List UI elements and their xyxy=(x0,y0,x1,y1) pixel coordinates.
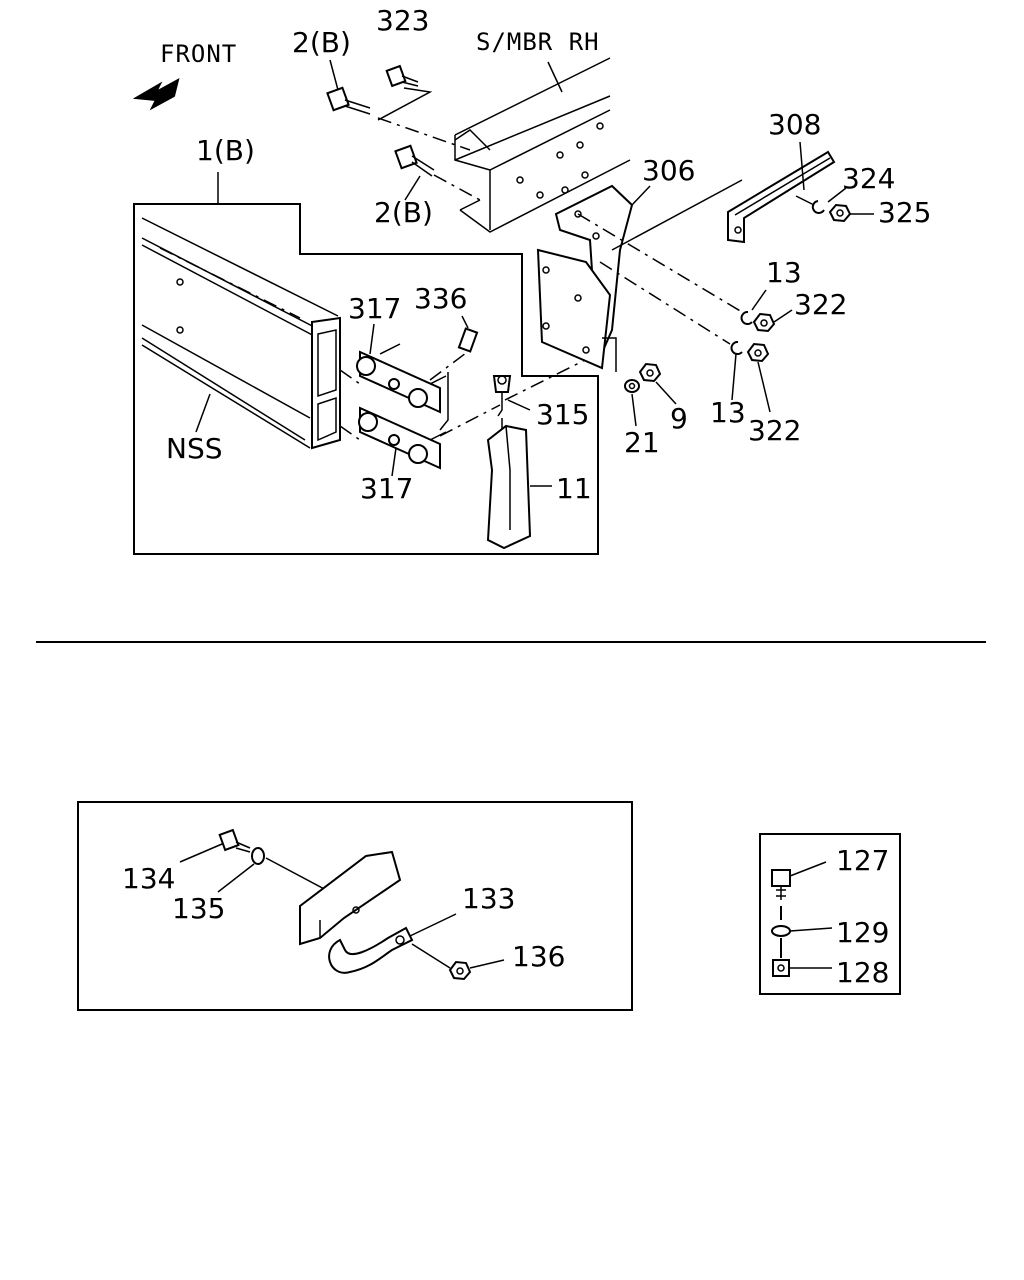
nut-322-top-icon xyxy=(752,312,776,333)
nut-325-icon xyxy=(828,203,852,223)
leader-129 xyxy=(789,927,833,932)
leader-322-bot xyxy=(757,361,771,413)
assembly-1b-frame xyxy=(133,203,599,555)
bracket-133 xyxy=(299,850,414,974)
clip-324-icon xyxy=(811,200,825,214)
front-label: FRONT xyxy=(160,40,237,68)
leader-317-bot xyxy=(391,447,397,477)
leader-nss xyxy=(195,393,211,433)
leader-13-bot xyxy=(731,353,737,401)
leader-21 xyxy=(631,393,637,427)
leader-317-top xyxy=(369,323,375,355)
label-13-bot: 13 xyxy=(710,396,746,429)
label-129: 129 xyxy=(836,916,889,949)
pin-336-icon xyxy=(457,327,479,353)
leader-308 xyxy=(799,141,805,191)
label-134: 134 xyxy=(122,862,175,895)
leader-306 xyxy=(631,185,651,206)
label-336: 336 xyxy=(414,282,467,315)
leader-324 xyxy=(827,187,847,203)
leader-322-top xyxy=(773,309,793,323)
label-11: 11 xyxy=(556,472,592,505)
fastener-box xyxy=(759,833,901,995)
leader-2b-mid xyxy=(404,175,421,201)
label-136: 136 xyxy=(512,940,565,973)
bolt-2b-top-icon xyxy=(326,86,371,115)
nss-rail xyxy=(141,217,341,450)
bracket-308 xyxy=(727,150,836,244)
label-308: 308 xyxy=(768,108,821,141)
clip-13-top-icon xyxy=(740,311,753,325)
label-306: 306 xyxy=(642,154,695,187)
front-arrow-icon xyxy=(132,78,180,111)
label-324: 324 xyxy=(842,162,895,195)
leader-2b-top xyxy=(329,59,339,91)
leader-315 xyxy=(507,399,531,411)
guard-11 xyxy=(486,424,532,550)
label-317-top: 317 xyxy=(348,292,401,325)
label-323: 323 xyxy=(376,4,429,37)
side-member-rail xyxy=(454,57,631,233)
label-322-bot: 322 xyxy=(748,414,801,447)
label-13-top: 13 xyxy=(766,256,802,289)
smbr-label: S/MBR RH xyxy=(476,28,600,56)
nut-136-icon xyxy=(448,960,472,981)
clip-13-bot-icon xyxy=(730,341,743,355)
washer-129-icon xyxy=(771,925,791,937)
label-135: 135 xyxy=(172,892,225,925)
nut-128-icon xyxy=(772,959,790,977)
label-9: 9 xyxy=(670,402,688,435)
label-317-bot: 317 xyxy=(360,472,413,505)
bolt-134-icon xyxy=(218,828,251,853)
label-nss: NSS xyxy=(166,432,223,465)
nut-9-icon xyxy=(638,362,662,383)
label-2b-mid: 2(B) xyxy=(374,196,433,229)
label-127: 127 xyxy=(836,844,889,877)
leader-323 xyxy=(377,87,433,121)
label-21: 21 xyxy=(624,426,660,459)
leader-136 xyxy=(469,959,505,969)
clip-315-icon xyxy=(492,375,512,417)
washer-135-icon xyxy=(251,847,265,865)
bolt-2b-mid-icon xyxy=(394,144,435,177)
leader-135 xyxy=(217,863,255,893)
plate-317-bot xyxy=(358,406,447,470)
bolt-127-icon xyxy=(771,869,791,900)
label-315: 315 xyxy=(536,398,589,431)
leader-13-top xyxy=(751,289,767,311)
leader-9 xyxy=(655,381,677,405)
leader-134 xyxy=(179,843,223,863)
label-2b-top: 2(B) xyxy=(292,26,351,59)
washer-21-icon xyxy=(624,379,640,393)
leader-336 xyxy=(461,315,469,329)
tow-hook-box xyxy=(77,801,633,1011)
label-325: 325 xyxy=(878,196,931,229)
smbr-leader xyxy=(547,61,563,93)
plate-317-top xyxy=(356,343,447,414)
bolt-323-icon xyxy=(385,64,419,88)
bracket-306 xyxy=(536,184,634,370)
label-128: 128 xyxy=(836,956,889,989)
label-322-top: 322 xyxy=(794,288,847,321)
nut-322-bot-icon xyxy=(746,342,770,363)
leader-127 xyxy=(789,861,827,877)
leader-133 xyxy=(409,913,457,937)
label-133: 133 xyxy=(462,882,515,915)
label-1b: 1(B) xyxy=(196,134,255,167)
